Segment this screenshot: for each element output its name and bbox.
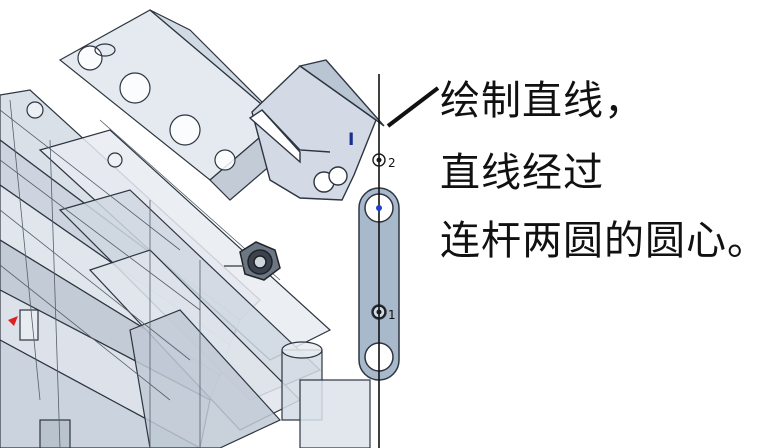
nut-icon[interactable] bbox=[224, 241, 281, 281]
assembly-body bbox=[0, 9, 371, 448]
point-marker-1[interactable]: 1 bbox=[372, 305, 396, 322]
red-marker bbox=[8, 316, 18, 326]
annotation-line-3: 连杆两圆的圆心。 bbox=[440, 218, 763, 264]
point-label-2: 2 bbox=[388, 156, 396, 170]
cursor-ibeam-icon: I bbox=[348, 130, 354, 150]
callout-leader bbox=[386, 86, 440, 128]
annotation-line-2: 直线经过 bbox=[440, 150, 604, 196]
annotation-line-1: 绘制直线， bbox=[440, 78, 645, 124]
center-point-top[interactable] bbox=[376, 205, 382, 211]
hatch-lines bbox=[0, 99, 281, 448]
l-bracket[interactable] bbox=[248, 59, 385, 201]
point-marker-2[interactable]: 2 bbox=[372, 153, 396, 170]
point-label-1: 1 bbox=[388, 308, 396, 322]
